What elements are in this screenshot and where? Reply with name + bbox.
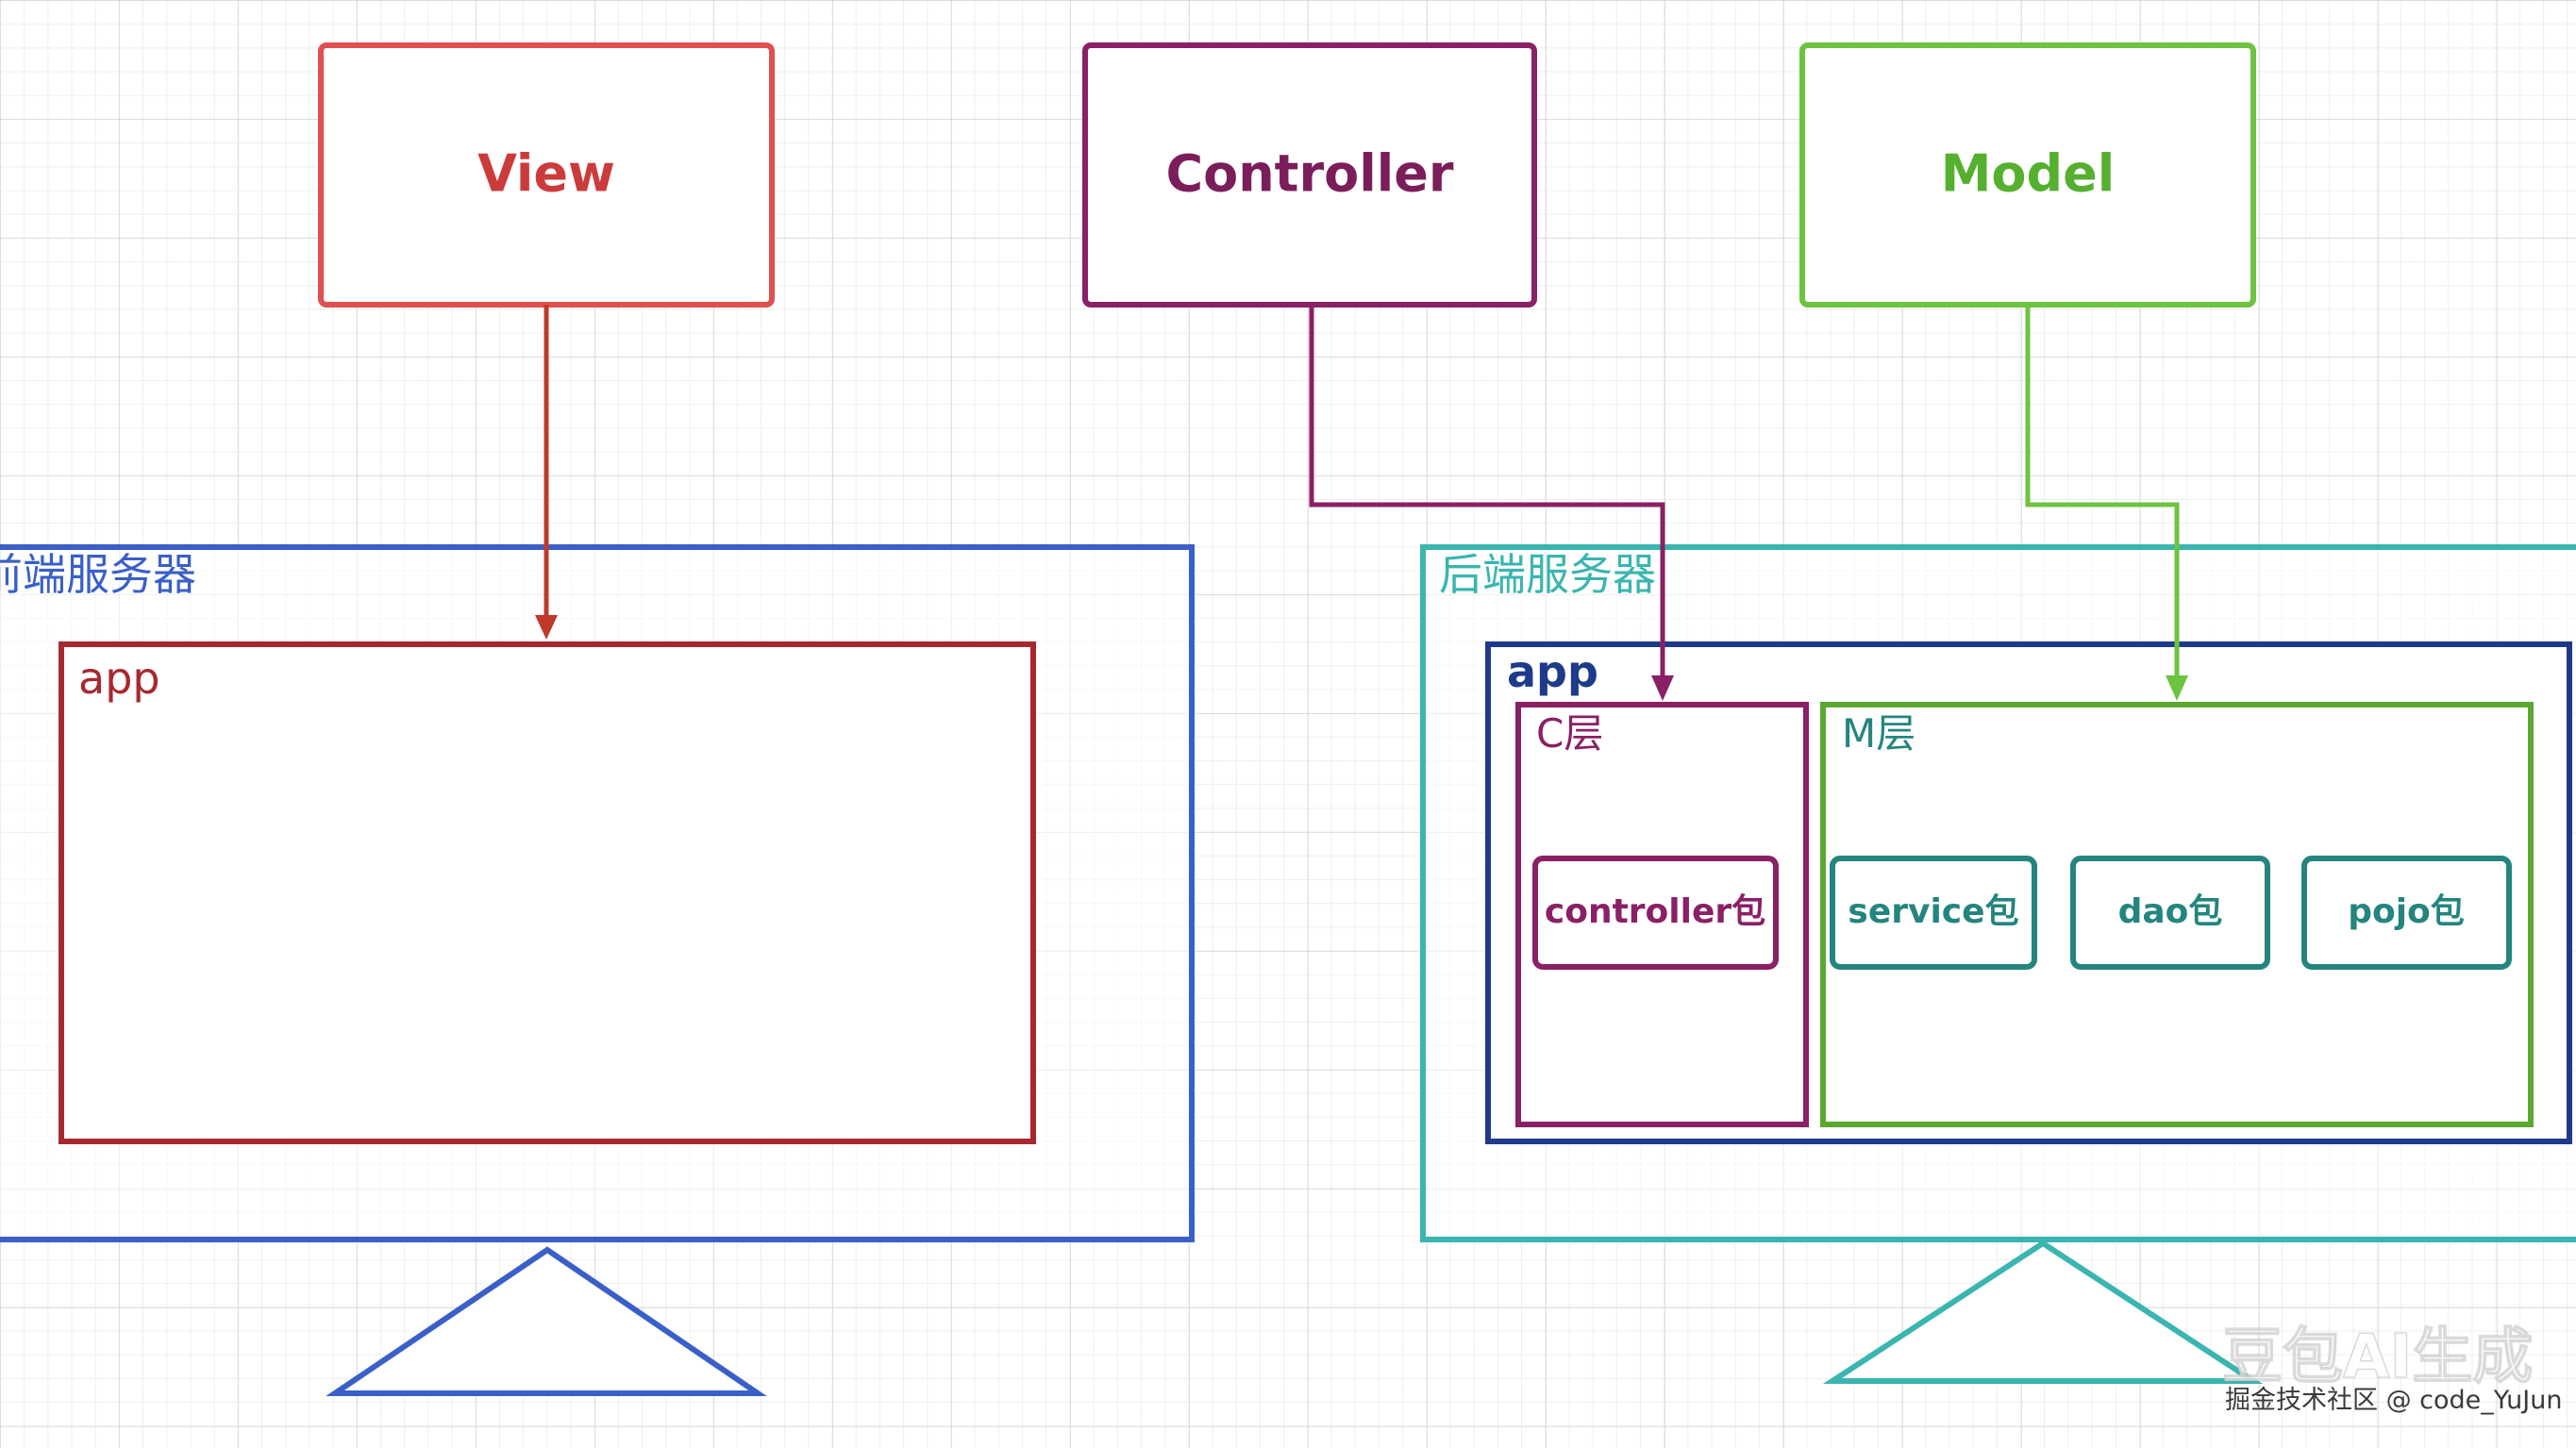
controller-package-label: controller包	[1545, 892, 1765, 931]
model-box: Model	[1799, 42, 2256, 308]
pojo-package: pojo包	[2301, 856, 2512, 970]
watermark-credit: 掘金技术社区 @ code_YuJun	[2225, 1386, 2562, 1415]
view-label: View	[477, 144, 615, 204]
watermark: 豆包AI生成 掘金技术社区 @ code_YuJun	[2221, 1322, 2562, 1415]
model-to-m-layer-arrow	[2025, 305, 2188, 701]
backend-stand	[1822, 1240, 2264, 1384]
view-to-frontend-app-arrow	[535, 305, 558, 640]
dao-package-label: dao包	[2118, 892, 2223, 931]
dao-package: dao包	[2070, 856, 2270, 970]
service-package: service包	[1830, 856, 2037, 970]
frontend-app: app	[59, 641, 1036, 1144]
frontend-server-label: 前端服务器	[0, 549, 196, 600]
frontend-app-label: app	[78, 653, 160, 704]
controller-to-c-layer-arrow	[1309, 305, 1674, 701]
controller-package: controller包	[1532, 856, 1779, 970]
view-box: View	[318, 42, 775, 308]
model-label: Model	[1941, 144, 2116, 204]
watermark-main: 豆包AI生成	[2222, 1323, 2533, 1392]
backend-server-label: 后端服务器	[1439, 549, 1656, 600]
controller-label: Controller	[1166, 144, 1454, 204]
frontend-stand	[326, 1246, 767, 1396]
m-layer-label: M层	[1842, 710, 1915, 757]
controller-box: Controller	[1082, 42, 1537, 308]
service-package-label: service包	[1848, 892, 2018, 931]
pojo-package-label: pojo包	[2348, 892, 2465, 931]
backend-app-label: app	[1507, 646, 1598, 697]
c-layer-label: C层	[1536, 710, 1603, 757]
